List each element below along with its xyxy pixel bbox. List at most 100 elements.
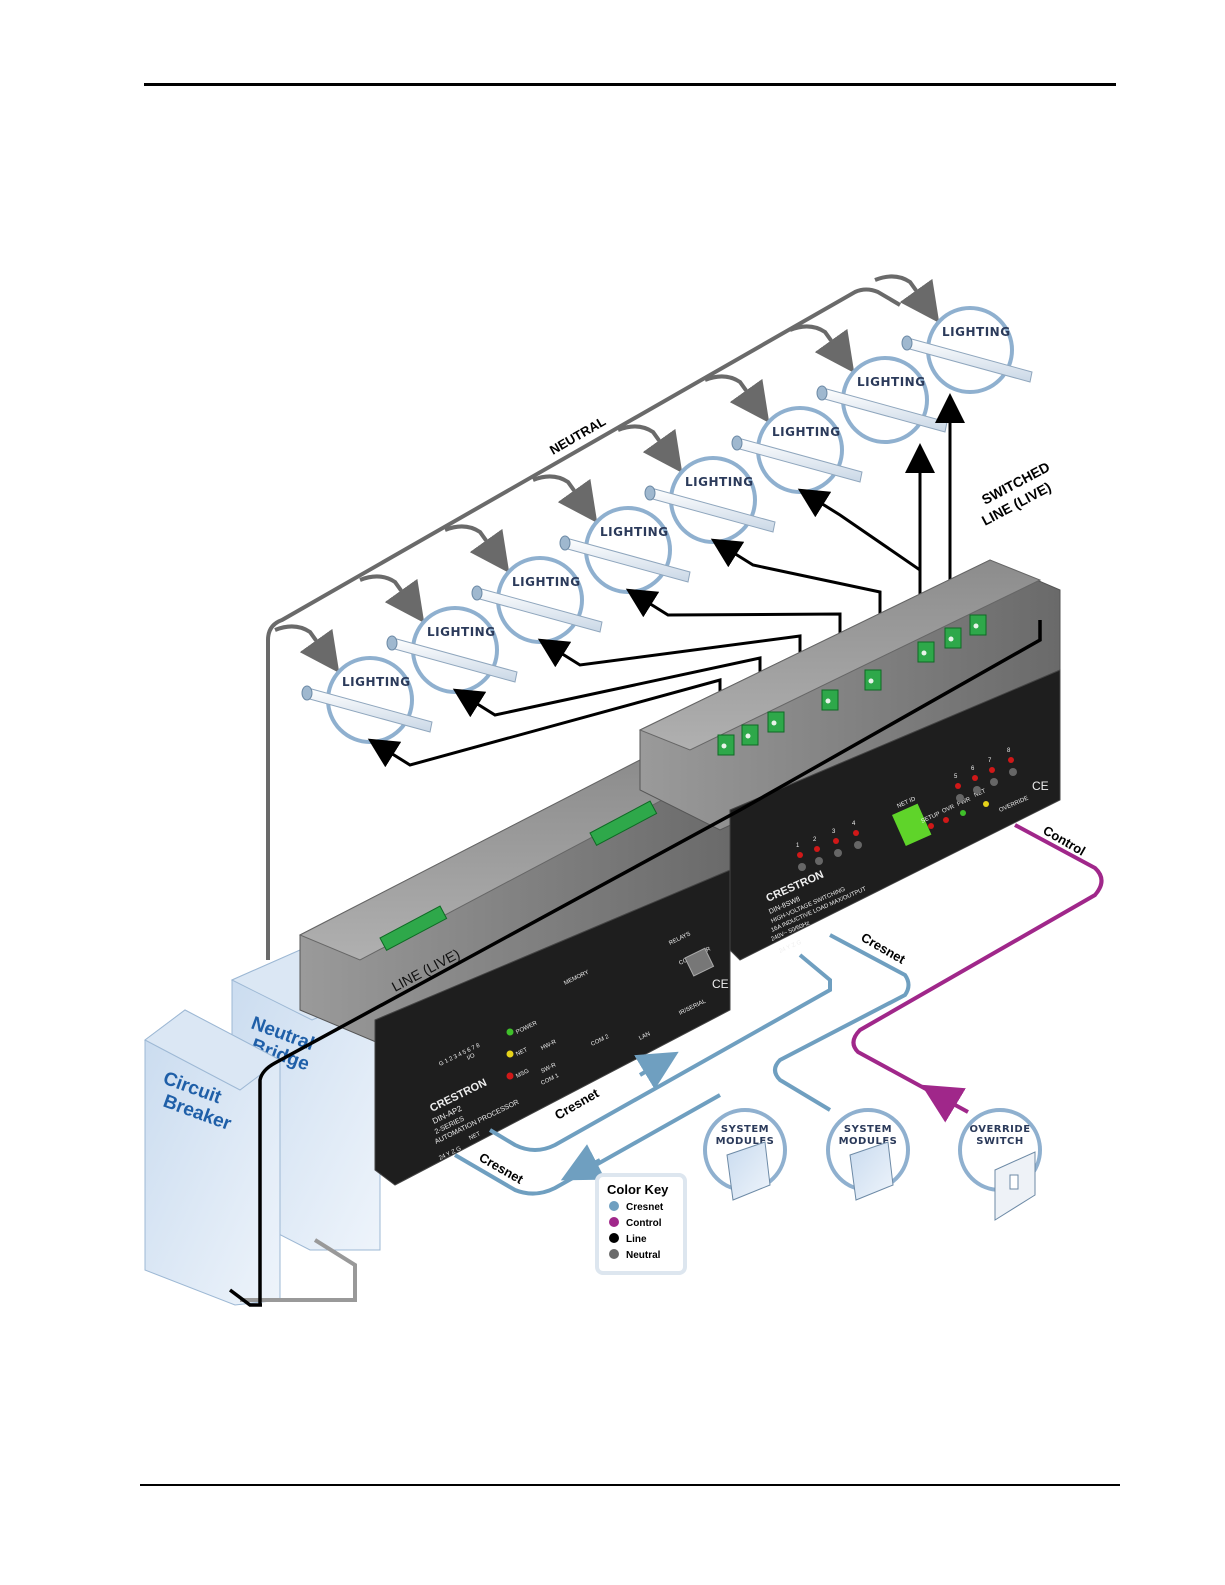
channel-led (797, 852, 803, 858)
line-wire-main (258, 620, 1042, 1305)
color-key-label: Control (626, 1218, 662, 1229)
fixture-label: LIGHTING (772, 425, 841, 439)
peripheral-label: OVERRIDE (969, 1124, 1030, 1135)
footer-rule (140, 1484, 1120, 1486)
dimmer-channel-leds: 1 2 3 4 5 6 7 8 (796, 748, 1017, 871)
cresnet-arrow-1 (634, 1051, 679, 1090)
control-arrow (921, 1084, 966, 1123)
channel-button (798, 863, 806, 871)
dimmer-net-led-label: NET (973, 788, 987, 798)
channel-number: 8 (1007, 748, 1011, 754)
status-led (506, 1050, 514, 1058)
processor-ce-mark: CE (712, 977, 729, 991)
line-wire-breaker (228, 1288, 262, 1307)
lighting-fixture: LIGHTING (386, 606, 518, 694)
channel-led (814, 846, 820, 852)
module-icon (726, 1141, 771, 1201)
status-led (506, 1028, 514, 1036)
terminal-block-line (379, 905, 448, 952)
fixture-label: LIGHTING (685, 475, 754, 489)
lighting-fixture: LIGHTING (471, 556, 603, 644)
processor-io-label: I/O (466, 1053, 476, 1062)
fixture-label: LIGHTING (512, 575, 581, 589)
lighting-fixture: LIGHTING (901, 306, 1033, 394)
fixture-label: LIGHTING (942, 325, 1011, 339)
channel-led (972, 775, 978, 781)
net-id-display (892, 803, 932, 847)
neutral-branch (444, 524, 510, 574)
terminal-block-io (589, 800, 658, 847)
fixture-label: LIGHTING (857, 375, 926, 389)
circuit-breaker: Circuit Breaker (144, 1009, 281, 1306)
control-wire (851, 823, 1104, 1114)
neutral-branch (359, 574, 425, 624)
channel-number: 6 (971, 766, 975, 772)
channel-number: 5 (954, 774, 958, 780)
cresnet-wire-1 (488, 953, 832, 1152)
channel-led (853, 830, 859, 836)
channel-led (955, 783, 961, 789)
dimmer-ovr-label: OVR (941, 804, 956, 815)
peripheral-label: SWITCH (976, 1136, 1023, 1147)
peripheral-label: MODULES (716, 1136, 775, 1147)
color-key-swatch (609, 1201, 619, 1211)
color-key-swatch (609, 1233, 619, 1243)
channel-button (834, 849, 842, 857)
channel-number: 3 (832, 829, 836, 835)
lighting-fixture: LIGHTING (301, 656, 433, 744)
net-led (983, 801, 989, 807)
channel-number: 2 (813, 837, 817, 843)
cresnet-wire-2 (453, 1093, 721, 1196)
cresnet-arrow-2 (560, 1144, 606, 1181)
neutral-branch (274, 624, 340, 674)
processor-lan-label: LAN (638, 1031, 651, 1042)
fixture-label: LIGHTING (600, 525, 669, 539)
color-key-label: Line (626, 1234, 647, 1245)
neutral-wire-trunk (266, 287, 902, 960)
processor-net-label: NET (468, 1131, 482, 1142)
channel-button (815, 857, 823, 865)
channel-led (833, 838, 839, 844)
pwr-led (960, 810, 966, 816)
color-key-swatch (609, 1249, 619, 1259)
switching-module: CRESTRON DIN-8SW8 HIGH-VOLTAGE SWITCHING… (638, 559, 1061, 961)
neutral-branch (617, 424, 683, 474)
status-led-label: NET (515, 1047, 529, 1058)
peripheral-label: MODULES (839, 1136, 898, 1147)
color-key-label: Neutral (626, 1250, 661, 1261)
neutral-branch (704, 374, 770, 424)
channel-button (956, 794, 964, 802)
channel-button (854, 841, 862, 849)
channel-led (989, 767, 995, 773)
switch-toggle-icon (1009, 1174, 1019, 1190)
channel-number: 1 (796, 843, 800, 849)
neutral-branch (874, 274, 940, 324)
fixture-label: LIGHTING (342, 675, 411, 689)
peripheral-label: SYSTEM (844, 1124, 892, 1135)
lighting-fixture: LIGHTING (559, 506, 691, 594)
channel-button (990, 778, 998, 786)
channel-number: 4 (852, 821, 856, 827)
lighting-fixture: LIGHTING (731, 406, 863, 494)
fixture-label: LIGHTING (427, 625, 496, 639)
channel-number: 7 (988, 758, 992, 764)
dimmer-ce-mark: CE (1032, 779, 1049, 793)
dimmer-terminal-blocks (717, 614, 987, 756)
channel-button (1009, 768, 1017, 776)
color-key-title: Color Key (607, 1182, 669, 1197)
module-icon (849, 1141, 894, 1201)
color-key-label: Cresnet (626, 1202, 664, 1213)
color-key-swatch (609, 1217, 619, 1227)
setup-led (928, 823, 934, 829)
peripheral-label: SYSTEM (721, 1124, 769, 1135)
channel-led (1008, 757, 1014, 763)
neutral-branches (274, 274, 940, 674)
computer-port (684, 947, 715, 977)
neutral-branch (789, 324, 855, 374)
